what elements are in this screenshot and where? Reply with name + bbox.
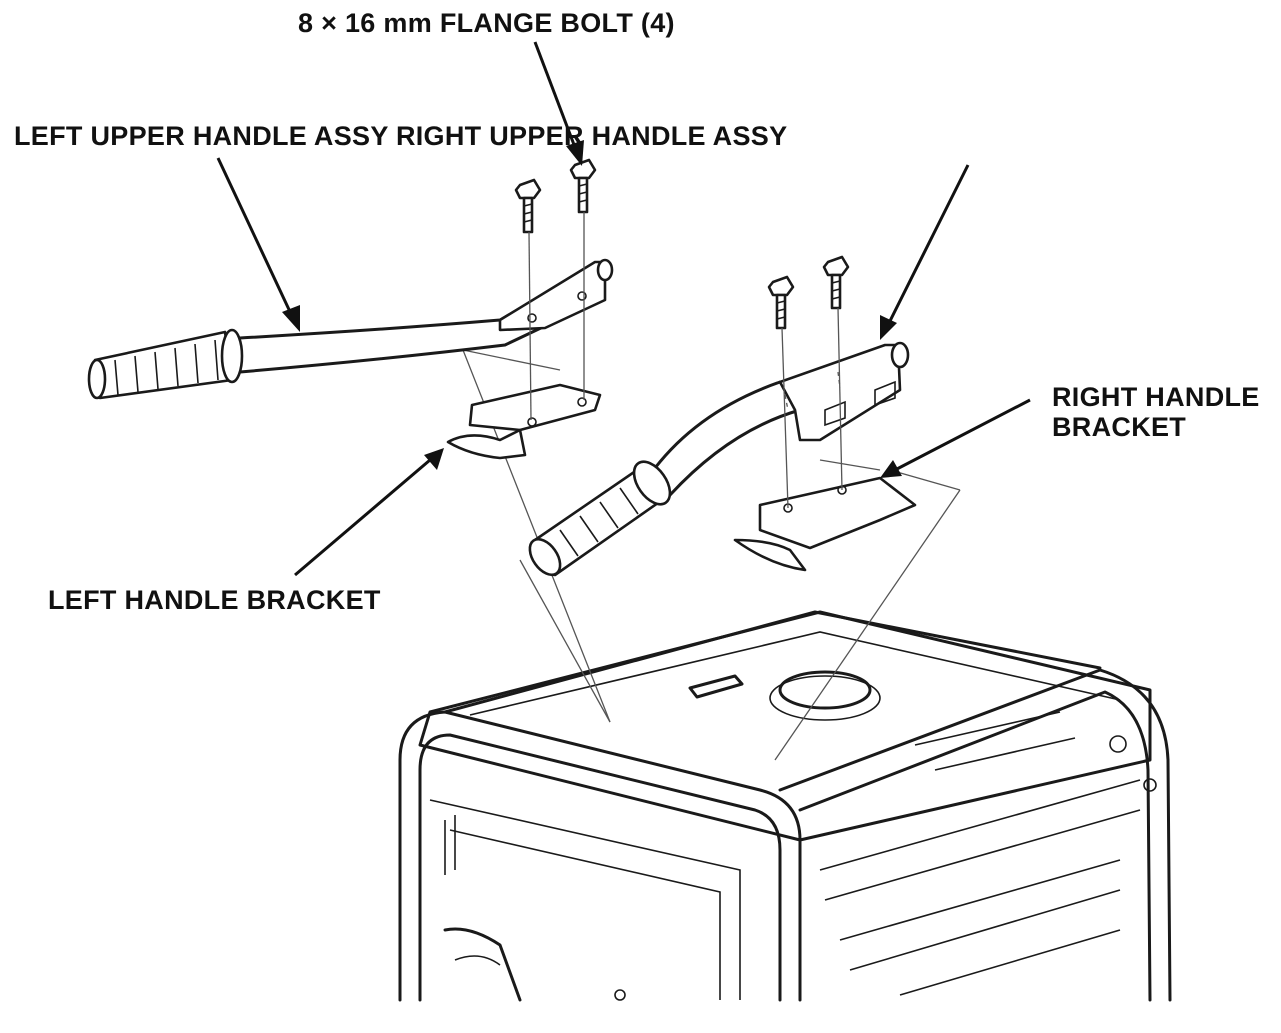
right-handle-bracket — [733, 476, 917, 572]
bolt-2 — [569, 158, 597, 214]
right-upper-handle — [528, 341, 910, 577]
bolt-3 — [767, 275, 795, 330]
leader-arrows — [216, 41, 1031, 577]
assembly-guide-lines — [462, 349, 961, 761]
right-bracket-label-line2: BRACKET — [1052, 412, 1187, 442]
generator-body — [398, 610, 1172, 1002]
bolt-1 — [514, 178, 542, 234]
left-handle-bracket — [446, 383, 602, 460]
flange-bolt-label: 8 × 16 mm FLANGE BOLT (4) — [298, 8, 675, 38]
right-bracket-label-line1: RIGHT HANDLE — [1052, 382, 1260, 412]
flange-bolts — [514, 158, 850, 509]
bolt-4 — [822, 255, 850, 310]
upper-handle-labels: LEFT UPPER HANDLE ASSY RIGHT UPPER HANDL… — [14, 121, 788, 151]
left-upper-handle — [87, 258, 614, 400]
left-bracket-label: LEFT HANDLE BRACKET — [48, 585, 381, 615]
